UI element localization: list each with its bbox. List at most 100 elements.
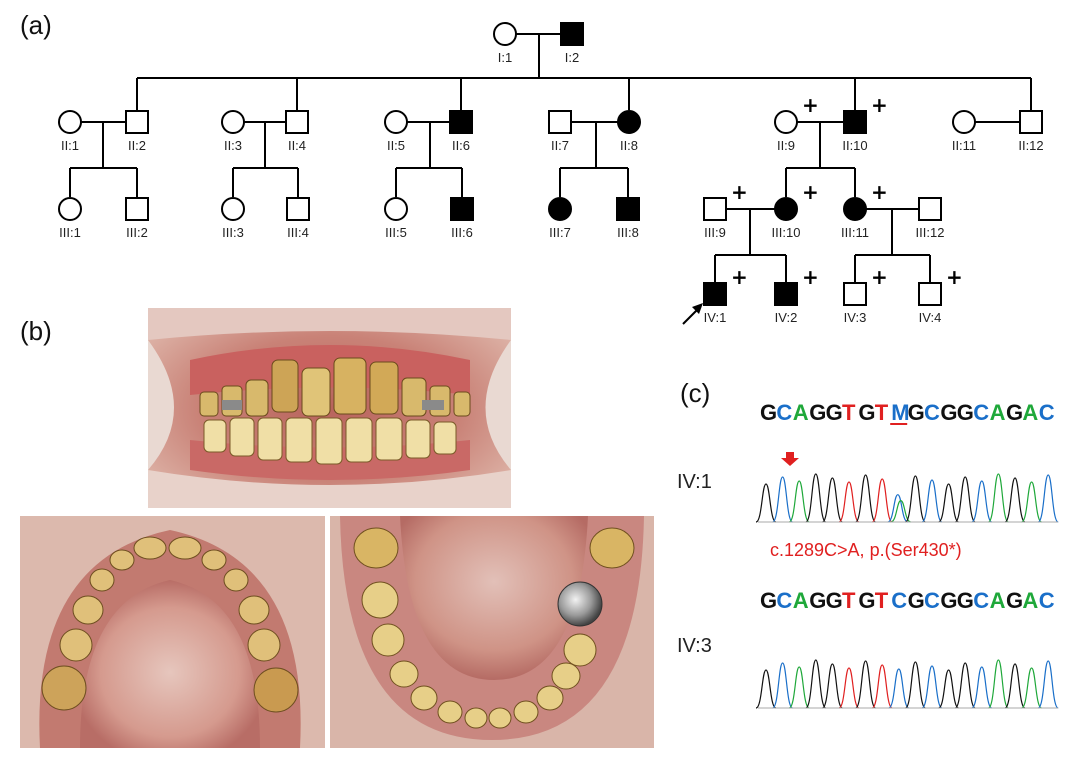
- trace-peak: [971, 666, 993, 709]
- chromatogram-iv3: [755, 659, 1059, 709]
- trace-peak: [954, 476, 976, 523]
- sequence-base: G: [1006, 588, 1023, 613]
- tested-marker-iv-4: +: [946, 265, 963, 289]
- trace-peak: [904, 475, 926, 523]
- tested-marker-iii-9: +: [731, 180, 748, 204]
- sequence-base: G: [826, 400, 843, 425]
- pedigree-individual-ii-9: [774, 110, 798, 134]
- sequence-base: G: [957, 588, 974, 613]
- trace-peak: [871, 478, 893, 523]
- trace-peak: [921, 665, 943, 709]
- sequence-base: G: [760, 588, 777, 613]
- trace-peak: [805, 659, 827, 709]
- sequence-base: C: [973, 400, 989, 425]
- pedigree-label-ii-2: II:2: [128, 138, 146, 153]
- pedigree-individual-iii-4: [286, 197, 310, 221]
- pedigree-individual-iii-5: [384, 197, 408, 221]
- pedigree-individual-ii-3: [221, 110, 245, 134]
- pedigree-individual-iii-8: [616, 197, 640, 221]
- tested-marker-ii-10: +: [871, 93, 888, 117]
- sequence-base: G: [760, 400, 777, 425]
- mutation-annotation: c.1289C>A, p.(Ser430*): [770, 540, 962, 560]
- tested-marker-iv-1: +: [731, 265, 748, 289]
- trace-peak: [890, 499, 912, 523]
- pedigree-label-iv-1: IV:1: [704, 310, 727, 325]
- sequence-base: G: [940, 400, 957, 425]
- sequence-base: C: [924, 588, 940, 613]
- sequence-base: T: [875, 588, 889, 613]
- tested-marker-iii-11: +: [871, 180, 888, 204]
- pedigree-label-ii-9: II:9: [777, 138, 795, 153]
- sequence-base: C: [776, 588, 792, 613]
- trace-peak: [1004, 477, 1026, 523]
- pedigree-individual-iv-3: [843, 282, 867, 306]
- pedigree-label-ii-4: II:4: [288, 138, 306, 153]
- sequence-base: G: [1006, 400, 1023, 425]
- trace-peak: [821, 663, 843, 709]
- sequence-base: A: [1022, 400, 1038, 425]
- trace-peak: [1037, 474, 1059, 523]
- metal-crown: [557, 581, 603, 627]
- pedigree-label-iii-2: III:2: [126, 225, 148, 240]
- trace-peak: [805, 473, 827, 523]
- pedigree-individual-iii-2: [125, 197, 149, 221]
- pedigree-label-iii-1: III:1: [59, 225, 81, 240]
- sequence-base: C: [973, 588, 989, 613]
- pedigree-individual-i-1: [493, 22, 517, 46]
- pedigree-label-iii-7: III:7: [549, 225, 571, 240]
- trace-peak: [1037, 660, 1059, 709]
- sequence-base: G: [858, 588, 875, 613]
- pedigree-label-ii-7: II:7: [551, 138, 569, 153]
- tested-marker-ii-9: +: [802, 93, 819, 117]
- sequence-base: G: [858, 400, 875, 425]
- pedigree-individual-ii-11: [952, 110, 976, 134]
- trace-peak: [755, 483, 777, 523]
- trace-peak: [938, 669, 960, 709]
- trace-peak: [1004, 663, 1026, 709]
- pedigree-individual-iii-12: [918, 197, 942, 221]
- trace-peak: [987, 473, 1009, 523]
- sequence-base: G: [957, 400, 974, 425]
- pedigree-individual-ii-10: [843, 110, 867, 134]
- pedigree-individual-iii-6: [450, 197, 474, 221]
- trace2-label: IV:3: [677, 635, 712, 657]
- trace-peak: [788, 666, 810, 709]
- trace-peak: [987, 659, 1009, 709]
- pedigree-label-iii-8: III:8: [617, 225, 639, 240]
- pedigree-label-ii-1: II:1: [61, 138, 79, 153]
- trace-peak: [855, 474, 877, 523]
- pedigree-individual-ii-1: [58, 110, 82, 134]
- pedigree-individual-iv-1: [703, 282, 727, 306]
- pedigree-label-iii-6: III:6: [451, 225, 473, 240]
- pedigree-label-iii-11: III:11: [841, 225, 869, 240]
- sequence-base: C: [924, 400, 940, 425]
- pedigree-lines: [69, 33, 1032, 325]
- pedigree-individual-ii-6: [449, 110, 473, 134]
- photo-lower-occlusal: [330, 516, 654, 748]
- sequence-base: A: [990, 588, 1006, 613]
- sequence-base: C: [1039, 400, 1055, 425]
- pedigree-label-ii-12: II:12: [1018, 138, 1043, 153]
- sequence-base: M: [891, 400, 909, 425]
- pedigree-individual-iii-10: [774, 197, 798, 221]
- trace-peak: [772, 476, 794, 523]
- pedigree-individual-ii-7: [548, 110, 572, 134]
- trace-peak: [788, 480, 810, 523]
- sequence-base: A: [793, 588, 809, 613]
- pedigree-individual-iii-9: [703, 197, 727, 221]
- pedigree-label-iii-5: III:5: [385, 225, 407, 240]
- pedigree-label-iii-10: III:10: [772, 225, 801, 240]
- panel-label-a: (a): [20, 10, 52, 40]
- photo-upper-occlusal: [20, 516, 325, 748]
- sequence-base: T: [842, 588, 856, 613]
- trace-peak: [755, 669, 777, 709]
- pedigree-label-ii-8: II:8: [620, 138, 638, 153]
- pedigree-label-ii-11: II:11: [952, 138, 976, 153]
- sequence-base: G: [809, 400, 826, 425]
- pedigree-individual-iii-11: [843, 197, 867, 221]
- tested-marker-iv-3: +: [871, 265, 888, 289]
- variant-arrow: [781, 452, 799, 466]
- sequence-base: T: [875, 400, 889, 425]
